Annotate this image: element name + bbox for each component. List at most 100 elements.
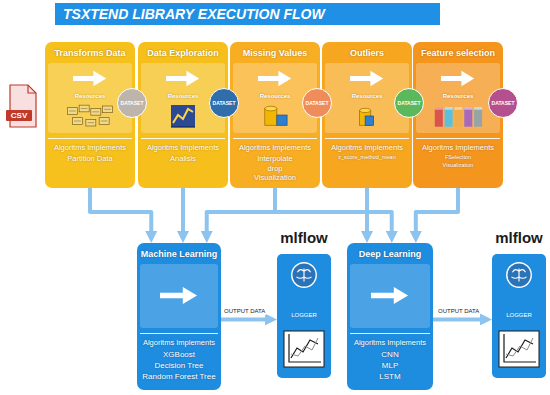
flow-connector bbox=[207, 188, 275, 235]
dataset-label: DATASET bbox=[492, 100, 515, 106]
algorithm-item: XGBoost bbox=[163, 349, 195, 360]
resource-panel: Resources bbox=[416, 63, 500, 133]
icon-graphic bbox=[68, 105, 113, 126]
stage-box: Feature selectionResourcesAlgoritms Impl… bbox=[413, 42, 503, 188]
icon-graphic bbox=[258, 70, 292, 87]
icon-graphic bbox=[73, 71, 106, 86]
icon-graphic bbox=[371, 286, 409, 305]
algorithm-item: drop bbox=[267, 164, 282, 174]
icon-graphic bbox=[250, 103, 300, 129]
algorithms-heading: Algoritms Implements bbox=[331, 143, 403, 152]
flow-connector bbox=[416, 188, 458, 235]
icon-graphic bbox=[441, 71, 474, 86]
logger-box: mlflowLOGGER bbox=[492, 228, 546, 378]
icon-graphic bbox=[166, 71, 199, 86]
algorithm-item: FSelection bbox=[445, 154, 471, 162]
icon-graphic bbox=[350, 70, 384, 87]
icon-graphic bbox=[6, 84, 38, 128]
separator-line bbox=[416, 138, 500, 139]
icon-graphic bbox=[435, 107, 482, 127]
icon-graphic bbox=[265, 106, 287, 125]
icon-graphic bbox=[371, 287, 408, 304]
file-type-label: CSV bbox=[6, 111, 32, 121]
icon-graphic bbox=[160, 286, 198, 305]
icon-graphic bbox=[507, 263, 531, 287]
logger-box: mlflowLOGGER bbox=[277, 228, 331, 378]
dataset-circle: DATASET bbox=[117, 88, 147, 118]
icon-graphic bbox=[160, 287, 197, 304]
model-box: Machine LearningAlgoritms ImplementsXGBo… bbox=[137, 243, 221, 390]
icon-graphic bbox=[258, 71, 291, 86]
dataset-label: DATASET bbox=[213, 100, 236, 106]
icon-graphic bbox=[499, 331, 539, 367]
icon-graphic bbox=[171, 105, 195, 127]
icon-graphic bbox=[166, 70, 200, 87]
separator-line bbox=[48, 138, 132, 139]
logger-panel: LOGGER bbox=[277, 254, 331, 378]
separator-line bbox=[140, 333, 218, 334]
csv-file-icon: CSV bbox=[6, 84, 38, 128]
algorithm-item: z_score_method_mean bbox=[338, 154, 395, 162]
model-heading: Machine Learning bbox=[141, 249, 218, 260]
arrow-panel bbox=[140, 264, 218, 328]
icon-graphic bbox=[288, 260, 320, 290]
flow-connector bbox=[365, 188, 369, 235]
algorithm-item: Visualization bbox=[443, 162, 474, 170]
logger-heading: mlflow bbox=[495, 228, 543, 248]
algorithm-item: LSTM bbox=[379, 371, 400, 382]
edge-label: OUTPUT DATA bbox=[437, 308, 480, 315]
icon-graphic bbox=[283, 330, 325, 368]
dataset-circle: DATASET bbox=[394, 88, 424, 118]
icon-graphic bbox=[73, 70, 107, 87]
flow-connector bbox=[90, 188, 151, 235]
algorithms-heading: Algoritms Implements bbox=[147, 143, 219, 152]
algorithm-item: Analisis bbox=[170, 154, 196, 164]
dataset-circle: DATASET bbox=[209, 88, 239, 118]
separator-line bbox=[141, 138, 225, 139]
icon-graphic bbox=[498, 330, 540, 368]
flow-connector bbox=[221, 317, 269, 321]
algorithm-item: Interpolate bbox=[257, 154, 292, 164]
flow-connector bbox=[275, 188, 392, 235]
dataset-label: DATASET bbox=[306, 100, 329, 106]
title-band: TSXTEND LIBRARY EXECUTION FLOW bbox=[55, 3, 440, 25]
logger-label: LOGGER bbox=[277, 312, 331, 319]
model-heading: Deep Learning bbox=[359, 249, 422, 260]
logger-label: LOGGER bbox=[492, 312, 546, 319]
separator-line bbox=[325, 138, 409, 139]
separator-line bbox=[233, 138, 317, 139]
icon-graphic bbox=[65, 103, 115, 129]
stage-box: OutliersResourcesAlgoritms Implementsz_s… bbox=[322, 42, 412, 188]
edge-label: OUTPUT DATA bbox=[223, 308, 266, 315]
stage-box: Missing ValuesResourcesAlgoritms Impleme… bbox=[230, 42, 320, 188]
icon-graphic bbox=[342, 103, 392, 129]
algorithm-item: Partition Data bbox=[67, 154, 112, 164]
separator-line bbox=[350, 333, 430, 334]
stage-heading: Data Exploration bbox=[147, 48, 219, 59]
algorithm-item: CNN bbox=[381, 349, 398, 360]
stage-heading: Transforms Data bbox=[54, 48, 125, 59]
stage-box: Transforms DataResourcesAlgoritms Implem… bbox=[45, 42, 135, 188]
algorithms-heading: Algoritms Implements bbox=[422, 143, 494, 152]
logger-panel: LOGGER bbox=[492, 254, 546, 378]
algorithms-heading: Algoritms Implements bbox=[54, 143, 126, 152]
icon-graphic bbox=[284, 331, 324, 367]
icon-graphic bbox=[433, 103, 483, 129]
diagram-title: TSXTEND LIBRARY EXECUTION FLOW bbox=[63, 6, 325, 22]
icon-graphic bbox=[350, 71, 383, 86]
algorithms-heading: Algoritms Implements bbox=[354, 338, 426, 347]
stage-heading: Outliers bbox=[350, 48, 384, 59]
flow-connector bbox=[181, 188, 185, 235]
stage-heading: Feature selection bbox=[421, 48, 495, 59]
algorithm-item: MLP bbox=[382, 360, 398, 371]
dataset-circle: DATASET bbox=[302, 88, 332, 118]
icon-graphic bbox=[503, 260, 535, 290]
dataset-label: DATASET bbox=[398, 100, 421, 106]
algorithm-item: Visualization bbox=[254, 173, 296, 183]
arrow-panel bbox=[350, 264, 430, 328]
dataset-label: DATASET bbox=[121, 100, 144, 106]
flow-connector bbox=[433, 317, 484, 321]
algorithms-heading: Algoritms Implements bbox=[143, 338, 215, 347]
algorithm-item: Decision Tree bbox=[155, 360, 204, 371]
